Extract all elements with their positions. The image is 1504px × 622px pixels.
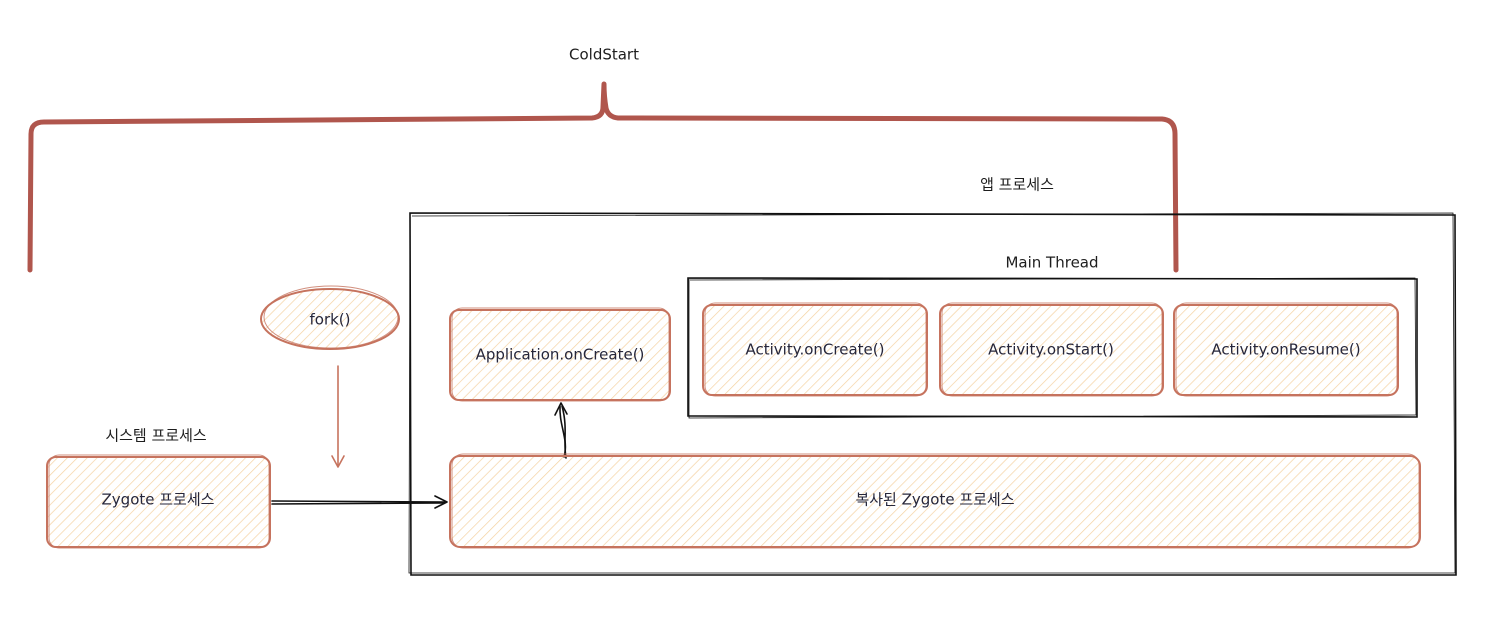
fork-ellipse: fork()	[260, 285, 400, 350]
arrow-zygote-to-copied	[271, 495, 448, 509]
copied-zygote-label: 복사된 Zygote 프로세스	[855, 491, 1014, 509]
fork-arrow	[331, 365, 345, 468]
activity-onstart-label: Activity.onStart()	[988, 341, 1114, 359]
activity-onresume-label: Activity.onResume()	[1211, 341, 1360, 359]
fork-label: fork()	[309, 311, 350, 329]
zygote-label: Zygote 프로세스	[102, 491, 215, 509]
activity-oncreate-box: Activity.onCreate()	[702, 302, 928, 397]
arrow-to-application-oncreate	[554, 402, 568, 459]
system-process-label: 시스템 프로세스	[105, 427, 207, 445]
activity-onresume-box: Activity.onResume()	[1173, 302, 1399, 397]
coldstart-title: ColdStart	[569, 46, 639, 64]
zygote-box: Zygote 프로세스	[46, 454, 271, 549]
main-thread-label: Main Thread	[1005, 254, 1098, 272]
activity-onstart-box: Activity.onStart()	[939, 302, 1164, 397]
application-oncreate-label: Application.onCreate()	[476, 346, 645, 364]
copied-zygote-box: 복사된 Zygote 프로세스	[449, 453, 1421, 549]
application-oncreate-box: Application.onCreate()	[449, 307, 671, 402]
app-process-label: 앱 프로세스	[980, 176, 1054, 194]
coldstart-brace	[27, 81, 1179, 273]
activity-oncreate-label: Activity.onCreate()	[746, 341, 885, 359]
app-process-frame	[408, 212, 1457, 576]
main-thread-frame	[687, 277, 1418, 419]
